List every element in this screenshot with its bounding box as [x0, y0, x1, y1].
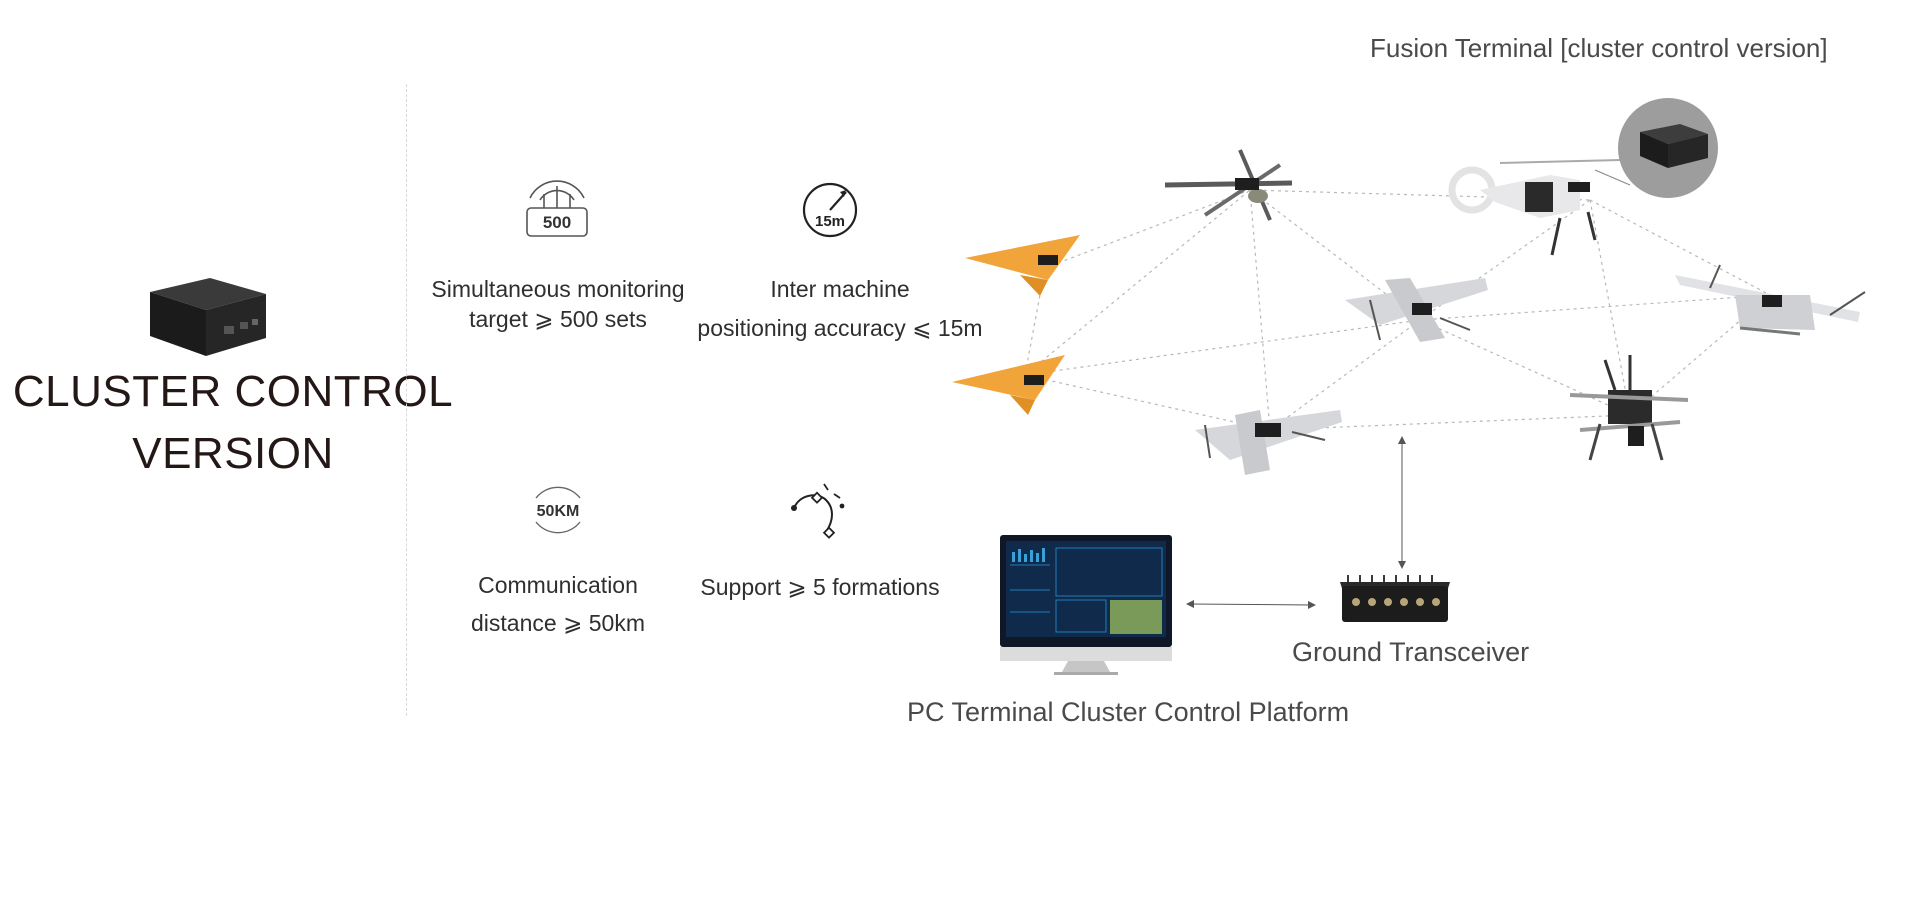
feature-formations: Support ⩾ 5 formations	[700, 574, 940, 600]
network-links	[1024, 189, 1771, 431]
quadcopter-drone	[1569, 355, 1689, 461]
stopwatch-15m-icon: 15m	[802, 182, 858, 238]
distance-50km-icon: 50KM	[535, 486, 581, 534]
product-panel	[0, 270, 460, 490]
pc-link-arrow	[1186, 600, 1316, 609]
vtol-drone-2	[1195, 410, 1342, 475]
pc-platform-label: PC Terminal Cluster Control Platform	[907, 697, 1350, 727]
feature-accuracy-line2: positioning accuracy ⩽ 15m	[697, 315, 983, 341]
antenna-500-icon-text: 500	[543, 213, 571, 232]
pc-monitor-icon	[1000, 535, 1172, 675]
antenna-500-icon: 500	[526, 180, 588, 237]
callout-line	[1594, 169, 1631, 186]
product-title-line1: CLUSTER CONTROL	[12, 367, 454, 416]
drone-network-diagram	[952, 98, 1866, 675]
fixed-wing-vtol-drone	[1675, 264, 1866, 336]
flying-wing-drone-1	[965, 235, 1080, 296]
feature-monitoring-line2: target ⩾ 500 sets	[469, 306, 647, 332]
helicopter-drone	[1448, 159, 1621, 256]
transceiver-uplink-arrow	[1398, 436, 1406, 569]
vtol-drone-1	[1345, 278, 1488, 342]
xwing-drone	[1164, 149, 1293, 221]
stopwatch-15m-icon-text: 15m	[815, 213, 845, 230]
fusion-terminal-label: Fusion Terminal [cluster control version…	[1370, 33, 1828, 63]
distance-50km-icon-text: 50KM	[537, 503, 580, 520]
ground-transceiver-icon	[1340, 575, 1450, 622]
feature-distance-line2: distance ⩾ 50km	[471, 610, 645, 636]
formation-route-icon	[791, 483, 845, 539]
black-box-terminal-icon	[150, 278, 266, 356]
flying-wing-drone-2	[952, 355, 1065, 415]
section-divider	[406, 84, 407, 716]
product-title-line2: VERSION	[132, 429, 334, 478]
ground-transceiver-label: Ground Transceiver	[1292, 637, 1530, 667]
feature-distance-line1: Communication	[478, 572, 638, 598]
fusion-terminal-callout	[1618, 98, 1718, 198]
feature-accuracy-line1: Inter machine	[770, 276, 910, 302]
feature-monitoring-line1: Simultaneous monitoring	[431, 276, 685, 302]
